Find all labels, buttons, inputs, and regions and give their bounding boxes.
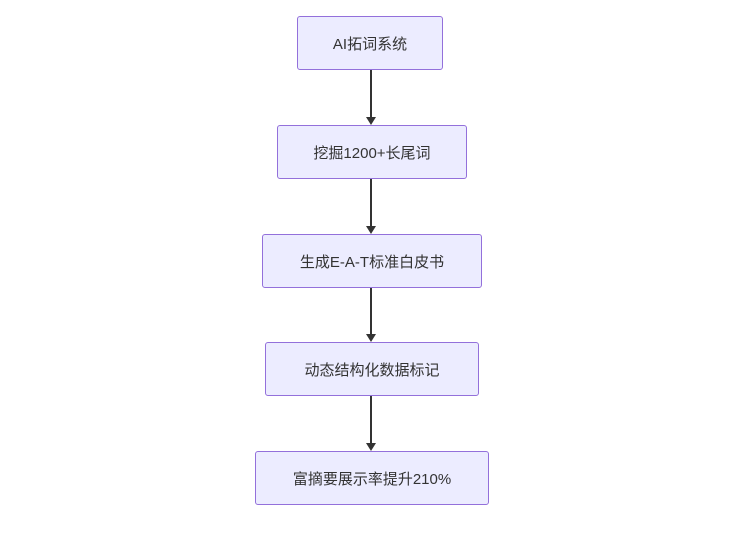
arrow-line [370,179,372,226]
arrow-connector [365,179,377,234]
flow-node-label: 生成E-A-T标准白皮书 [299,253,445,271]
flow-node-eat-whitepaper: 生成E-A-T标准白皮书 [262,234,482,288]
arrow-line [370,288,372,334]
flow-node-rich-snippet-rate: 富摘要展示率提升210% [255,451,489,505]
flow-node-label: AI拓词系统 [332,35,408,53]
flow-node-label: 挖掘1200+长尾词 [313,144,431,162]
flow-node-label: 富摘要展示率提升210% [292,470,452,488]
arrow-connector [365,396,377,451]
arrow-connector [365,70,377,125]
arrow-line [370,396,372,443]
flow-node-structured-data-markup: 动态结构化数据标记 [265,342,479,396]
arrow-line [370,70,372,117]
arrow-connector [365,288,377,342]
flow-node-label: 动态结构化数据标记 [304,361,440,379]
arrowhead-icon [366,226,376,234]
flow-node-longtail-keywords: 挖掘1200+长尾词 [277,125,467,179]
arrowhead-icon [366,117,376,125]
arrowhead-icon [366,334,376,342]
arrowhead-icon [366,443,376,451]
flow-node-ai-word-system: AI拓词系统 [297,16,443,70]
